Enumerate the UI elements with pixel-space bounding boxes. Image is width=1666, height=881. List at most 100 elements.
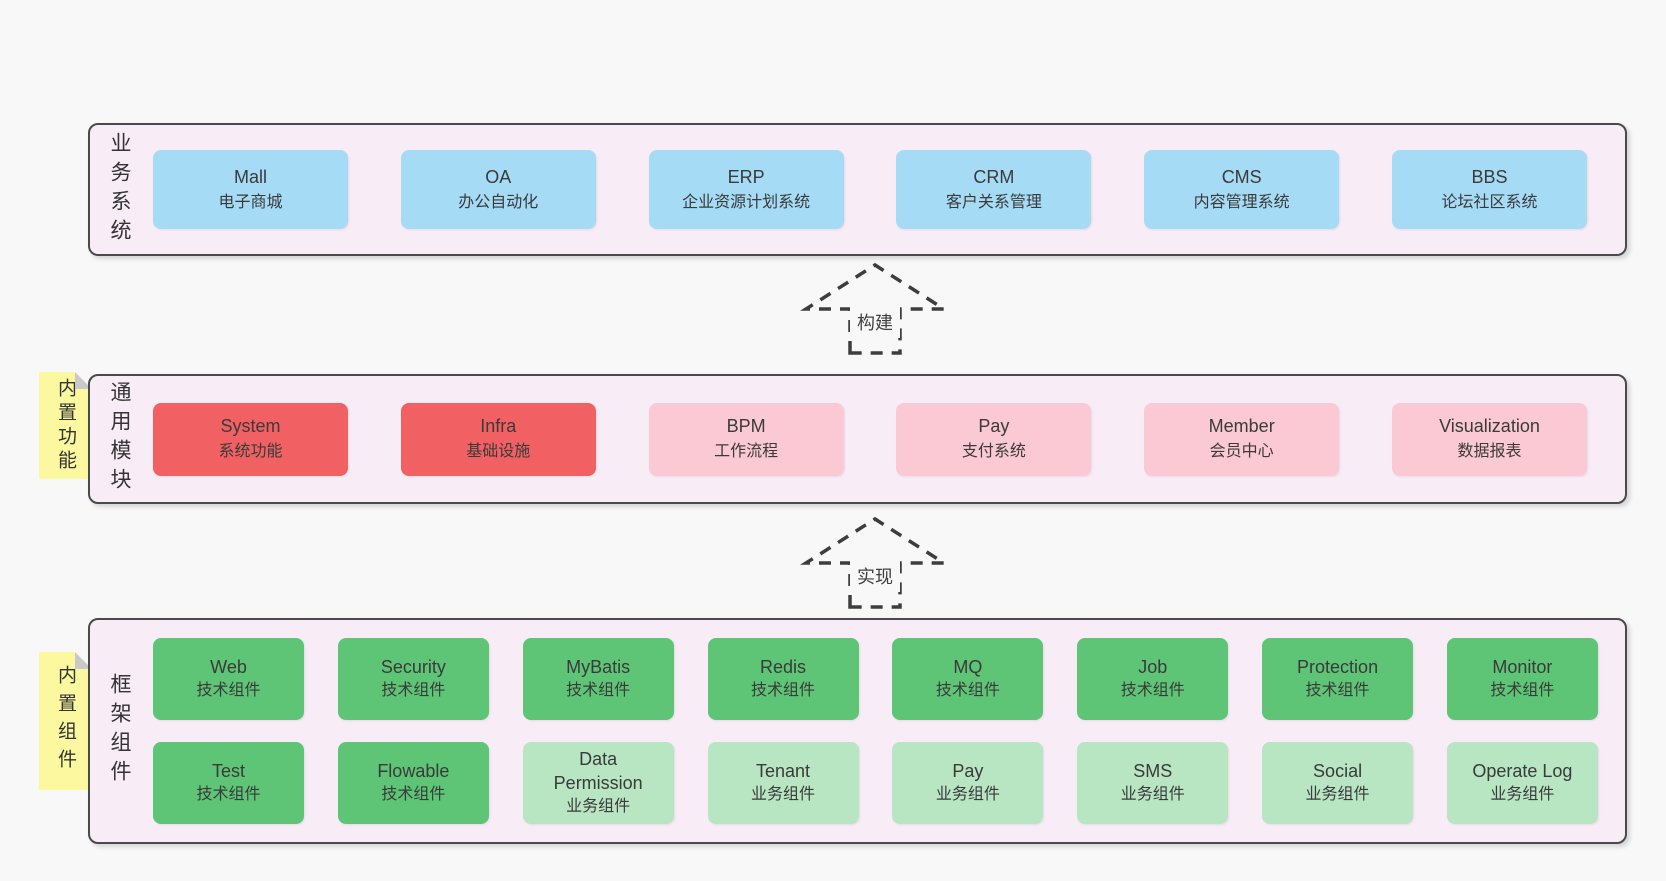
box-desc: 技术组件 xyxy=(196,786,261,803)
box-system: System 系统功能 xyxy=(153,402,348,476)
box-name: Protection xyxy=(1297,657,1379,677)
box-pay-component: Pay 业务组件 xyxy=(892,742,1044,824)
box-desc: 电子商城 xyxy=(218,193,283,211)
box-bbs: BBS 论坛社区系统 xyxy=(1391,150,1587,229)
box-desc: 技术组件 xyxy=(751,682,816,699)
box-security: Security 技术组件 xyxy=(337,638,489,720)
box-pay-module: Pay 支付系统 xyxy=(896,402,1092,476)
box-data-permission: Data Permission 业务组件 xyxy=(522,742,674,824)
box-desc: 技术组件 xyxy=(1120,682,1185,699)
box-desc: 业务组件 xyxy=(1120,786,1185,803)
box-name: SMS xyxy=(1133,761,1173,781)
box-mall: Mall 电子商城 xyxy=(153,150,348,229)
panel-label-business-systems: 业务系统 xyxy=(108,131,131,248)
box-desc: 业务组件 xyxy=(751,786,816,803)
box-desc: 业务组件 xyxy=(935,786,1000,803)
box-web: Web 技术组件 xyxy=(153,638,304,720)
box-desc: 支付系统 xyxy=(961,443,1026,460)
box-social: Social 业务组件 xyxy=(1262,742,1414,824)
box-test: Test 技术组件 xyxy=(153,742,304,824)
panel-business-systems: 业务系统 Mall 电子商城 OA 办公自动化 ERP 企业资源计划系统 CRM… xyxy=(88,123,1627,256)
box-sms: SMS 业务组件 xyxy=(1077,742,1229,824)
box-mq: MQ 技术组件 xyxy=(892,638,1044,720)
build-arrow-label: 构建 xyxy=(857,313,893,333)
box-name: MyBatis xyxy=(566,657,631,677)
framework-row-1: Web 技术组件 Security 技术组件 MyBatis 技术组件 Redi… xyxy=(153,638,1598,720)
box-crm: CRM 客户关系管理 xyxy=(896,150,1092,229)
box-desc: 业务组件 xyxy=(1490,786,1555,803)
box-desc: 内容管理系统 xyxy=(1193,193,1290,211)
box-desc: 技术组件 xyxy=(935,682,1000,699)
box-desc: 技术组件 xyxy=(566,682,631,699)
box-name: ERP xyxy=(727,166,765,187)
implement-arrow-icon: 实现 xyxy=(800,516,950,609)
box-desc: 业务组件 xyxy=(566,798,631,815)
box-desc: 论坛社区系统 xyxy=(1441,193,1538,211)
box-name: Member xyxy=(1208,416,1275,436)
box-name: OA xyxy=(485,166,512,187)
box-desc: 企业资源计划系统 xyxy=(682,193,811,211)
box-bpm: BPM 工作流程 xyxy=(648,402,844,476)
box-name: Visualization xyxy=(1439,416,1540,436)
box-desc: 系统功能 xyxy=(218,443,283,460)
box-name: Pay xyxy=(952,761,984,781)
box-desc: 技术组件 xyxy=(1490,682,1555,699)
box-monitor: Monitor 技术组件 xyxy=(1446,638,1598,720)
box-desc: 基础设施 xyxy=(466,443,531,460)
framework-row-2: Test 技术组件 Flowable 技术组件 Data Permission … xyxy=(153,742,1598,824)
box-oa: OA 办公自动化 xyxy=(400,150,596,229)
box-desc: 技术组件 xyxy=(381,786,446,803)
box-member: Member 会员中心 xyxy=(1144,402,1340,476)
box-protection: Protection 技术组件 xyxy=(1262,638,1414,720)
box-name: Infra xyxy=(480,416,517,436)
panel-label-common-modules: 通用模块 xyxy=(108,381,131,497)
box-name: BPM xyxy=(726,416,766,436)
box-desc: 客户关系管理 xyxy=(945,193,1042,211)
common-modules-row: System 系统功能 Infra 基础设施 BPM 工作流程 Pay 支付系统… xyxy=(136,402,1625,476)
box-desc: 办公自动化 xyxy=(458,193,539,211)
box-name: Tenant xyxy=(756,761,811,781)
box-desc: 工作流程 xyxy=(714,443,779,460)
box-name: CRM xyxy=(973,166,1015,187)
box-desc: 技术组件 xyxy=(1305,682,1370,699)
implement-arrow-label: 实现 xyxy=(857,567,893,587)
box-mybatis: MyBatis 技术组件 xyxy=(522,638,674,720)
box-name: Monitor xyxy=(1492,657,1553,677)
panel-framework-components: 框架组件 Web 技术组件 Security 技术组件 MyBatis 技术组件… xyxy=(88,618,1627,844)
box-name: Social xyxy=(1313,761,1363,781)
box-desc: 技术组件 xyxy=(196,682,261,699)
box-desc: 数据报表 xyxy=(1457,443,1522,460)
box-name: Pay xyxy=(978,416,1010,436)
framework-components-rows: Web 技术组件 Security 技术组件 MyBatis 技术组件 Redi… xyxy=(136,638,1625,824)
box-name: BBS xyxy=(1471,166,1508,187)
panel-label-framework-components: 框架组件 xyxy=(108,673,131,789)
box-name: Flowable xyxy=(377,761,450,781)
box-tenant: Tenant 业务组件 xyxy=(707,742,859,824)
box-operate-log: Operate Log 业务组件 xyxy=(1446,742,1598,824)
sticky-note-builtin-features: 内置功能 xyxy=(39,372,92,479)
box-name: Job xyxy=(1138,657,1168,677)
box-desc: 会员中心 xyxy=(1209,443,1274,460)
sticky-label: 内置组件 xyxy=(55,665,76,777)
box-name: System xyxy=(220,416,281,436)
box-name: Test xyxy=(211,761,245,781)
business-systems-row: Mall 电子商城 OA 办公自动化 ERP 企业资源计划系统 CRM 客户关系… xyxy=(136,150,1625,229)
box-name: Security xyxy=(380,657,446,677)
box-name: CMS xyxy=(1221,166,1262,187)
sticky-label: 内置功能 xyxy=(55,377,76,474)
box-flowable: Flowable 技术组件 xyxy=(337,742,489,824)
box-visualization: Visualization 数据报表 xyxy=(1391,402,1587,476)
box-name: Data Permission xyxy=(553,749,643,793)
box-name: MQ xyxy=(953,657,983,677)
box-desc: 业务组件 xyxy=(1305,786,1370,803)
box-name: Redis xyxy=(760,657,807,677)
box-cms: CMS 内容管理系统 xyxy=(1144,150,1340,229)
sticky-note-builtin-components: 内置组件 xyxy=(39,652,92,790)
box-infra: Infra 基础设施 xyxy=(400,402,596,476)
box-name: Mall xyxy=(233,166,267,187)
box-erp: ERP 企业资源计划系统 xyxy=(648,150,844,229)
build-arrow-icon: 构建 xyxy=(800,262,950,355)
panel-common-modules: 通用模块 System 系统功能 Infra 基础设施 BPM 工作流程 Pay… xyxy=(88,374,1627,504)
box-name: Operate Log xyxy=(1472,761,1573,781)
box-name: Web xyxy=(210,657,247,677)
